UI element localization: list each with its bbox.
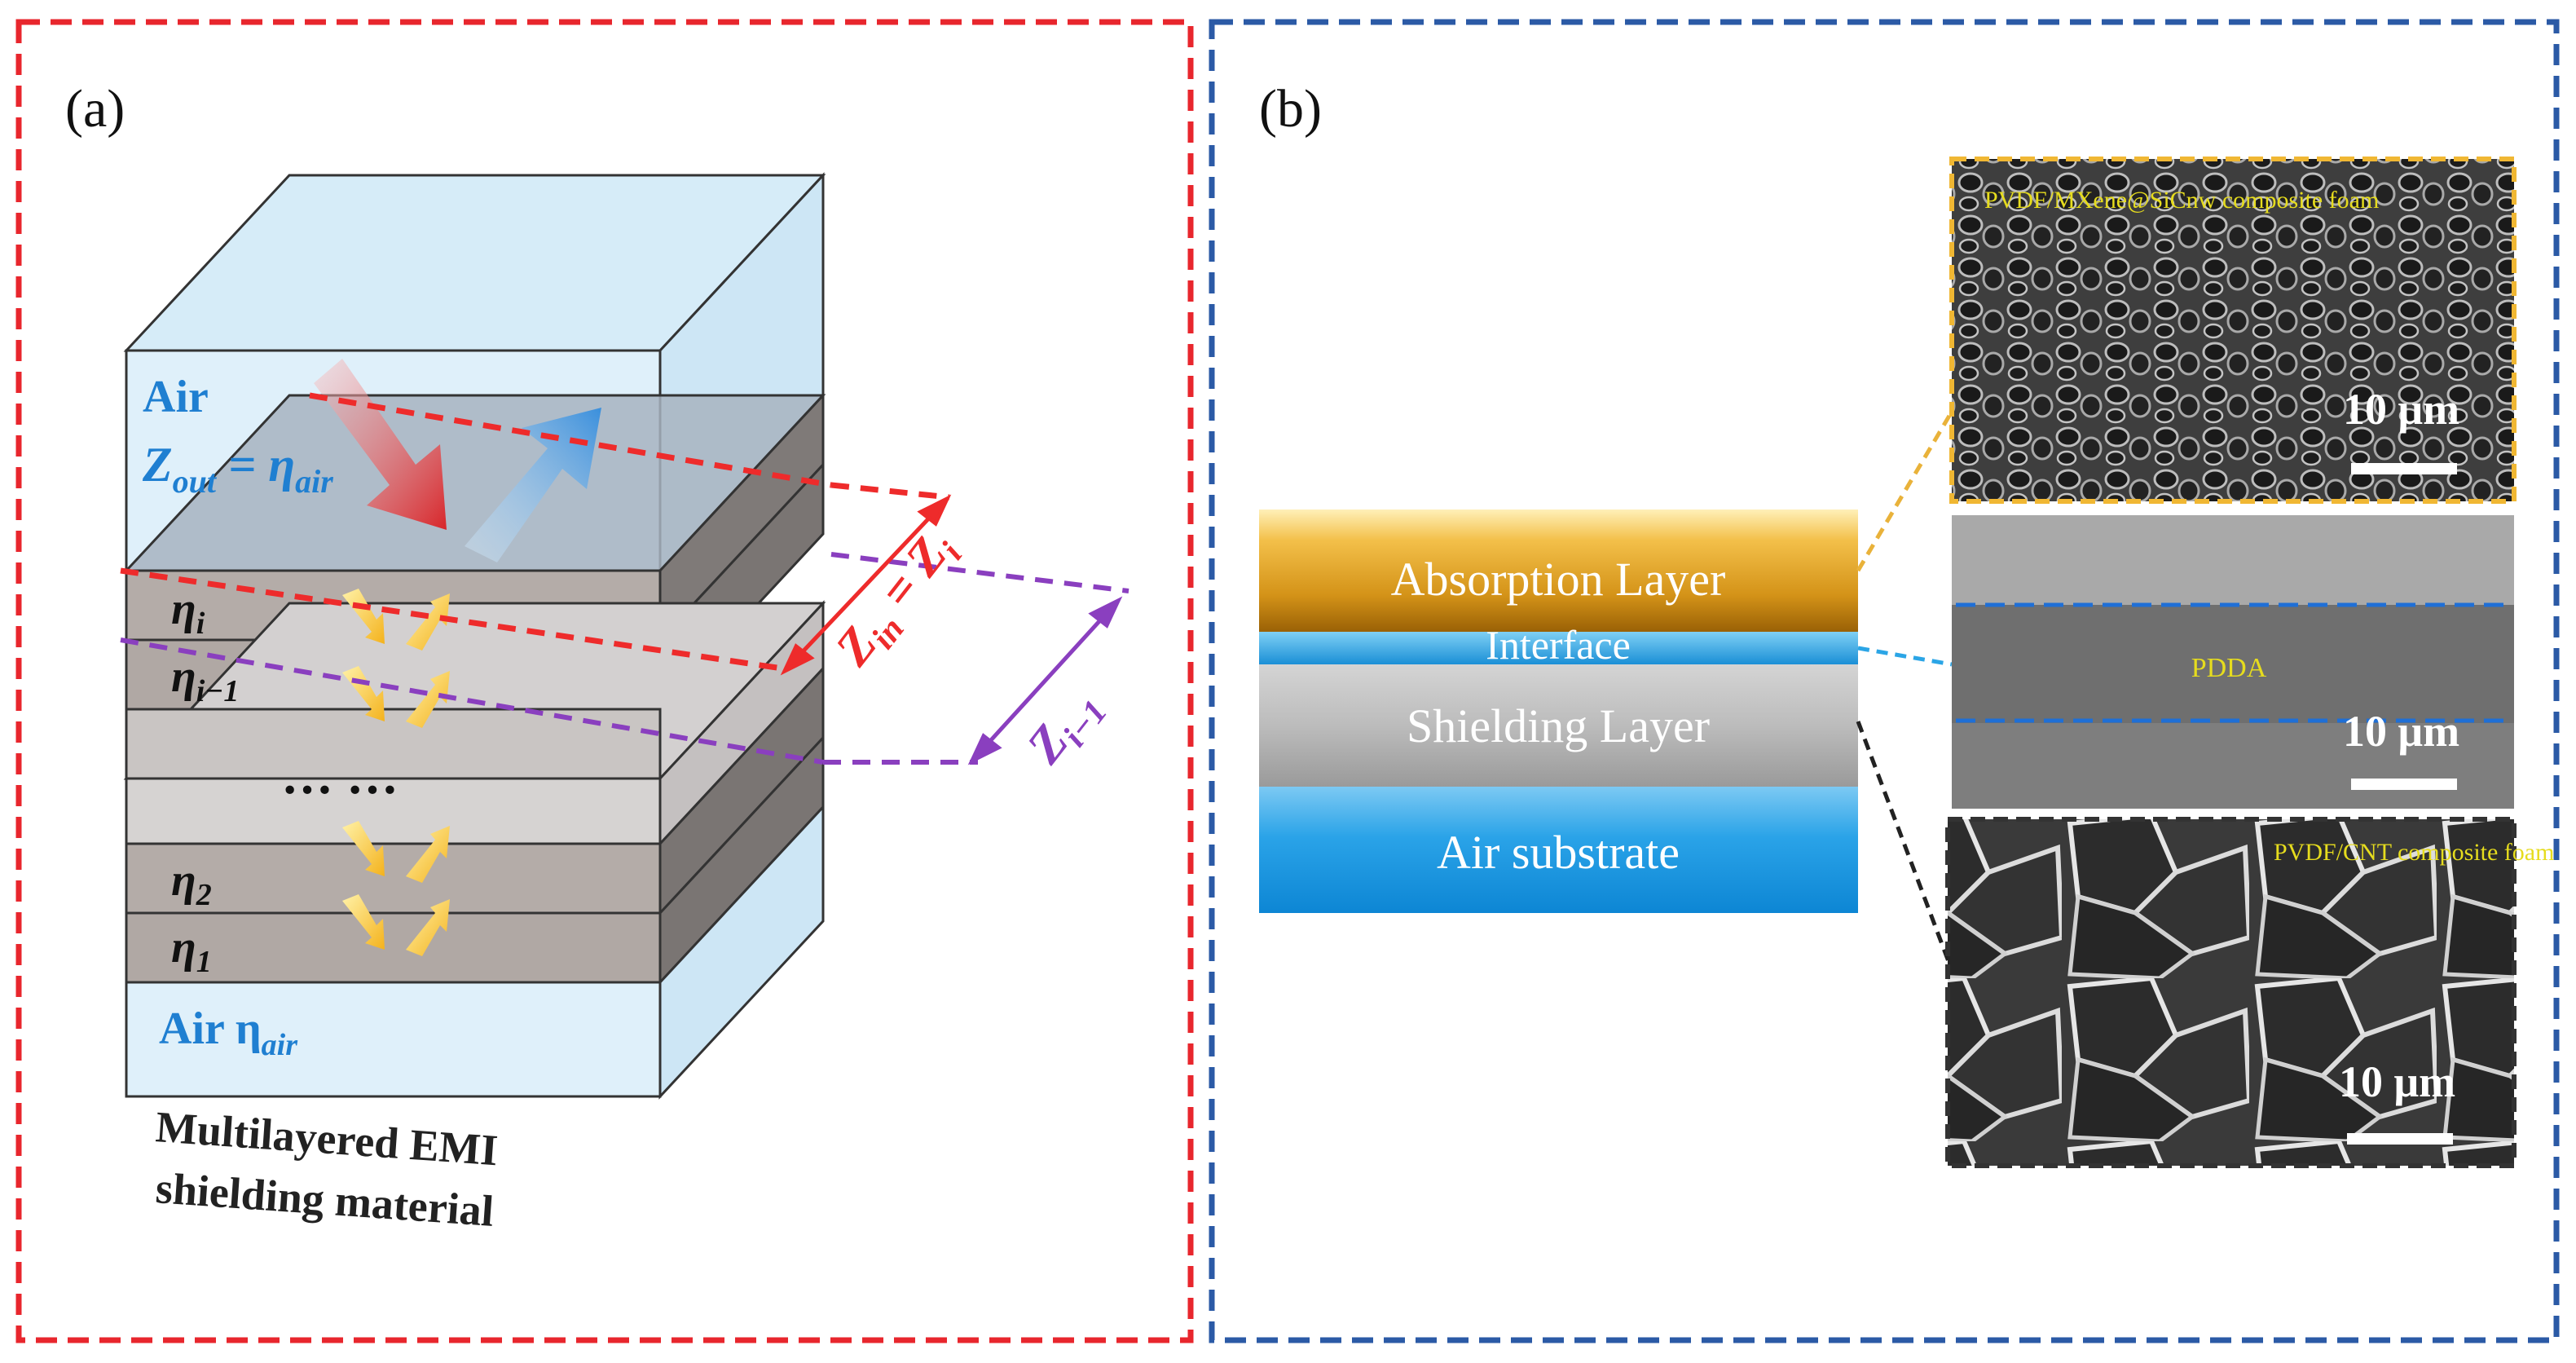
- absorption-layer: [1259, 509, 1858, 632]
- sem-mid-caption: PDDA: [2191, 653, 2267, 683]
- z-i-1-plane: [120, 552, 1129, 765]
- panel-a-label: (a): [65, 79, 125, 139]
- z-in-double-arrow: [780, 494, 952, 676]
- z-in-label: Zin = Zi: [825, 520, 971, 682]
- absorption-layer-label: Absorption Layer: [1391, 553, 1726, 606]
- layer-eta-1: [125, 734, 825, 986]
- sem-mid-scale-bar: [2351, 779, 2457, 790]
- caption-line-1: Multilayered EMI: [154, 1102, 500, 1175]
- transmission-arrows: [342, 589, 450, 956]
- sem-top-scale-text: 10 μm: [2343, 385, 2459, 434]
- connector-interface: [1857, 646, 1953, 667]
- shielding-layer: [1259, 664, 1858, 787]
- layer-stack-schematic: Absorption Layer Interface Shielding Lay…: [1259, 509, 1858, 913]
- air-bottom-label: Air ηair: [159, 1004, 298, 1062]
- reflected-wave-arrow: [465, 408, 601, 562]
- sem-top-scale-bar: [2351, 463, 2457, 474]
- sem-top-caption: PVDF/MXene@SiCnw composite foam: [1984, 187, 2379, 214]
- z-out-sub: out: [173, 463, 218, 500]
- panel-b-border: [1209, 19, 2560, 1343]
- air-substrate-label: Air substrate: [1437, 826, 1680, 879]
- sem-bot-caption: PVDF/CNT composite foam: [2274, 839, 2554, 866]
- sem-image-middle: PDDA 10 μm: [1952, 515, 2514, 809]
- connector-absorption: [1856, 414, 1952, 572]
- z-i-1-label: Zi−1: [1016, 677, 1115, 779]
- panel-a-border: [15, 19, 1194, 1343]
- z-out-main: Z: [142, 438, 173, 492]
- sem-image-bottom: PVDF/CNT composite foam 10 μm: [1945, 817, 2554, 1168]
- layer-eta-2: [125, 665, 825, 916]
- interface-layer: [1259, 632, 1858, 664]
- z-out-label: Zout = ηair: [142, 438, 333, 500]
- eta-i-1-label: ηi−1: [171, 651, 239, 708]
- connector-shielding: [1856, 721, 1954, 971]
- sem-bot-scale-bar: [2347, 1133, 2453, 1145]
- panel-b-label: (b): [1259, 79, 1322, 139]
- shielding-layer-label: Shielding Layer: [1407, 699, 1710, 752]
- eta-2-label: η2: [171, 855, 212, 912]
- z-out-eq-sub: air: [295, 463, 333, 500]
- layer-spacer: [123, 600, 826, 847]
- eta-i-label: ηi: [171, 584, 205, 641]
- air-top-label: Air: [143, 372, 209, 422]
- z-out-eq: = η: [216, 438, 295, 492]
- sem-bot-scale-text: 10 μm: [2339, 1057, 2455, 1106]
- ellipsis-label: ··· ···: [281, 761, 399, 818]
- eta-1-label: η1: [171, 922, 212, 979]
- z-i-1-double-arrow: [967, 596, 1123, 765]
- z-in-plane: [120, 392, 950, 672]
- sem-image-top: PVDF/MXene@SiCnw composite foam 10 μm: [1949, 157, 2517, 504]
- caption-line-2: shielding material: [154, 1163, 495, 1236]
- interface-label: Interface: [1486, 622, 1631, 668]
- sem-mid-scale-text: 10 μm: [2343, 707, 2459, 756]
- bottom-air-box: [125, 804, 825, 1100]
- air-substrate-layer: [1259, 787, 1858, 913]
